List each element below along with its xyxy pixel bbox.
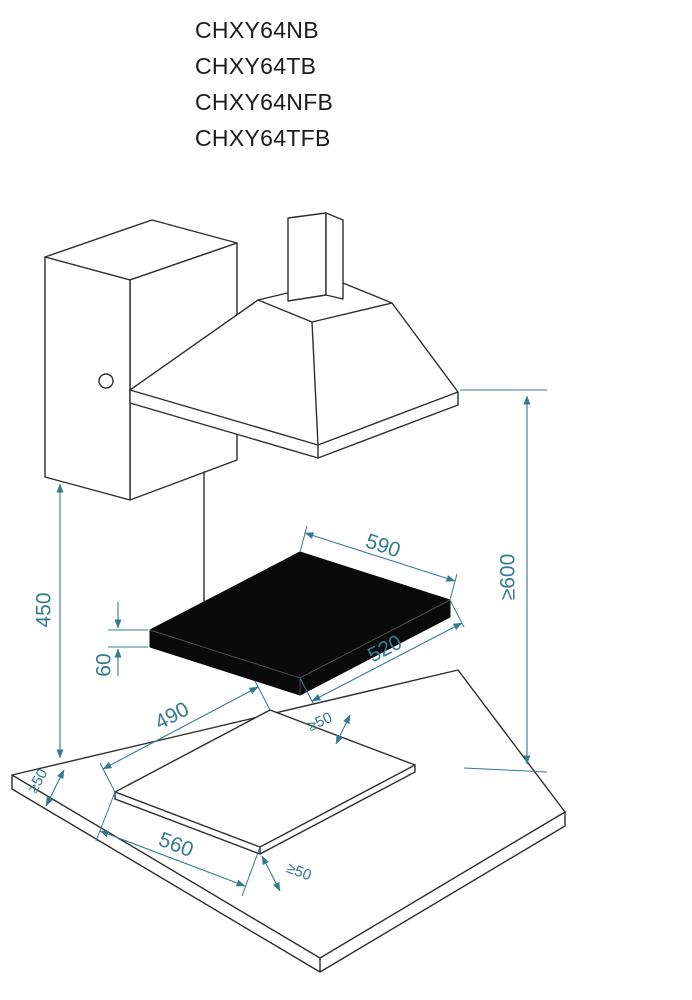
model-name: CHXY64TB bbox=[195, 53, 316, 79]
dim-cabinet-height: 450 bbox=[33, 483, 64, 759]
dim-line bbox=[45, 769, 65, 807]
cabinet-front-face bbox=[44, 256, 131, 501]
model-list: CHXY64NB CHXY64TB CHXY64NFB CHXY64TFB bbox=[195, 17, 333, 151]
cutout-thickness bbox=[114, 764, 416, 855]
model-name: CHXY64NB bbox=[195, 17, 319, 43]
dim-line bbox=[102, 686, 259, 770]
dim-ext-lines bbox=[299, 525, 458, 601]
worktop bbox=[11, 669, 566, 973]
dim-hood-clearance: ≥600 bbox=[460, 389, 548, 773]
model-name: CHXY64NFB bbox=[195, 89, 333, 115]
dim-ext-lines bbox=[108, 629, 148, 648]
cooker-hood bbox=[129, 212, 459, 459]
hood-chimney-side bbox=[325, 212, 344, 300]
hob bbox=[149, 551, 451, 696]
dim-label-490: 490 bbox=[151, 698, 193, 735]
dim-ext-lines bbox=[460, 389, 548, 773]
dim-ext-lines bbox=[95, 791, 261, 897]
model-name: CHXY64TFB bbox=[195, 125, 331, 151]
dim-label-600: ≥600 bbox=[497, 554, 520, 601]
dim-line bbox=[311, 622, 463, 702]
dim-line bbox=[304, 532, 456, 582]
dim-line bbox=[99, 830, 246, 887]
worktop-thickness bbox=[11, 774, 566, 973]
dim-hob-height: 60 bbox=[93, 602, 148, 677]
dim-label-450: 450 bbox=[33, 592, 56, 627]
hood-rim-edges bbox=[129, 299, 459, 459]
dim-line bbox=[261, 855, 281, 892]
dim-label-60: 60 bbox=[93, 653, 116, 676]
dim-ext-lines bbox=[99, 680, 271, 793]
dim-label-590: 590 bbox=[363, 530, 403, 563]
hood-chimney-front bbox=[287, 212, 327, 302]
cabinet-handle bbox=[98, 373, 114, 389]
dim-line bbox=[335, 714, 351, 745]
